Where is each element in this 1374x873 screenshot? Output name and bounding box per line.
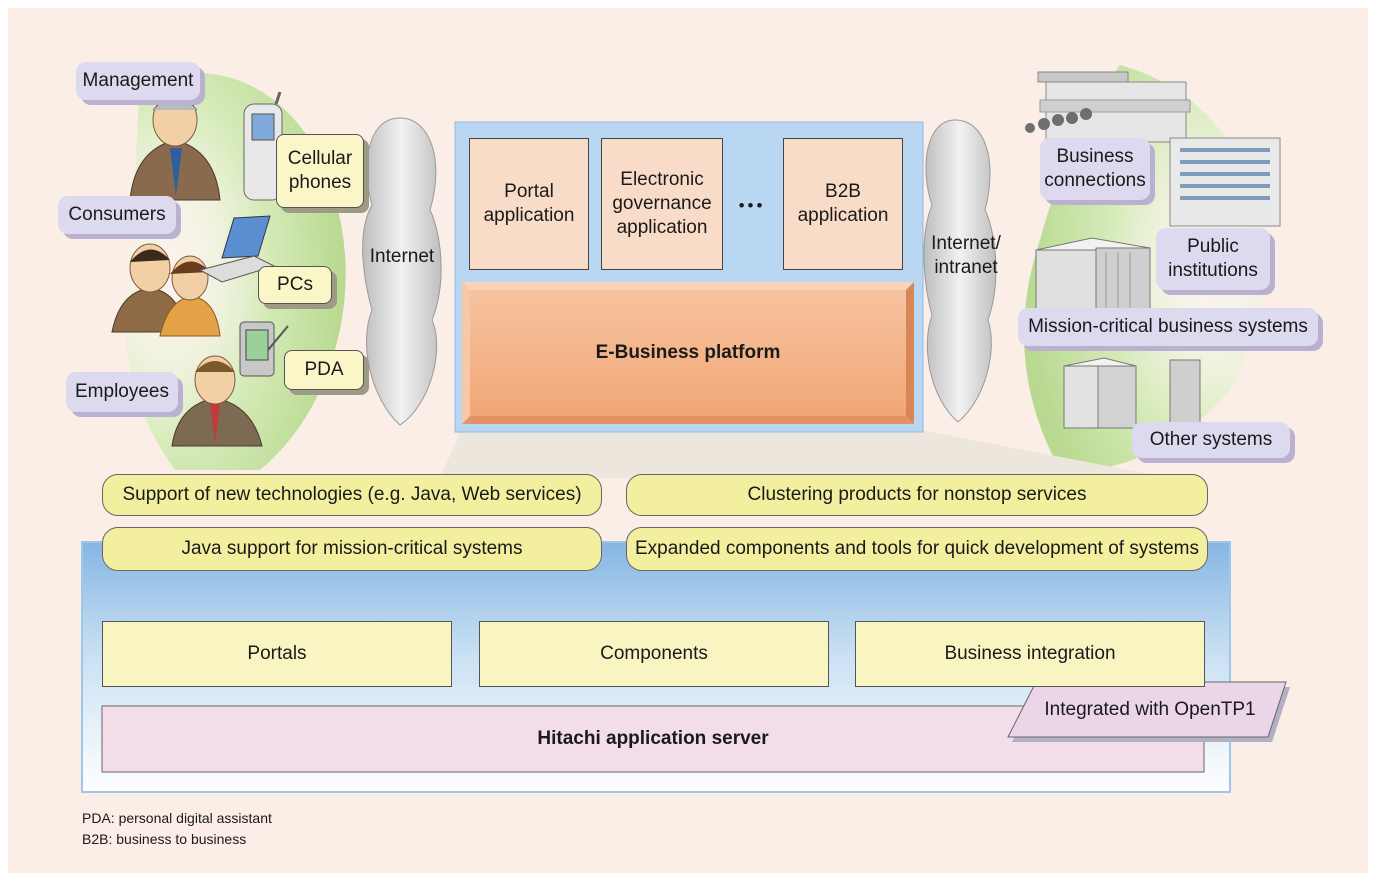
label-cellular-phones: Cellular phones <box>276 134 364 208</box>
pc-illustration <box>198 215 276 283</box>
feature-new-technologies: Support of new technologies (e.g. Java, … <box>102 474 602 516</box>
egov-application-line-1: Electronic <box>620 169 704 190</box>
component-portals: Portals <box>102 621 452 687</box>
cellular-phone-illustration <box>243 91 283 201</box>
feature-expanded-components: Expanded components and tools for quick … <box>626 527 1208 571</box>
label-consumers: Consumers <box>58 196 176 234</box>
public-institutions-line-2: institutions <box>1168 260 1258 281</box>
label-business-connections: Business connections <box>1040 138 1150 200</box>
portal-application-box: Portal application <box>469 138 589 270</box>
ellipsis: ••• <box>738 196 766 215</box>
label-internet-intranet-line-1: Internet/ <box>931 233 1001 254</box>
business-connections-line-1: Business <box>1056 146 1134 167</box>
label-pda: PDA <box>284 350 364 390</box>
label-internet: Internet <box>369 246 435 267</box>
b2b-application-box: B2B application <box>783 138 903 270</box>
business-connections-line-2: connections <box>1044 170 1146 191</box>
label-employees: Employees <box>66 372 178 412</box>
component-components: Components <box>479 621 829 687</box>
consumers-illustration <box>111 243 221 337</box>
b2b-application-line-2: application <box>797 205 889 226</box>
employee-illustration <box>171 355 263 447</box>
label-pcs: PCs <box>258 266 332 304</box>
label-cellular-line-1: Cellular <box>287 148 353 169</box>
hitachi-application-server: Hitachi application server <box>537 728 769 749</box>
connector-fan <box>440 428 1170 478</box>
intranet-cloud <box>923 119 997 423</box>
label-other-systems: Other systems <box>1132 422 1290 458</box>
portal-application-line-2: application <box>483 205 575 226</box>
public-institutions-line-1: Public <box>1187 236 1239 257</box>
feature-java-support: Java support for mission-critical system… <box>102 527 602 571</box>
note-pda: PDA: personal digital assistant <box>82 810 272 826</box>
internet-cloud <box>362 117 442 426</box>
pda-illustration <box>239 321 289 377</box>
other-systems-illustration <box>1063 357 1201 431</box>
building-illustration <box>1025 71 1281 227</box>
egov-application-line-2: governance <box>612 193 712 214</box>
label-cellular-line-2: phones <box>288 172 352 193</box>
opentp1-label: Integrated with OpenTP1 <box>1044 699 1256 720</box>
label-internet-intranet-line-2: intranet <box>934 257 998 278</box>
manager-illustration <box>129 93 221 201</box>
e-business-platform: E-Business platform <box>595 342 781 363</box>
label-management: Management <box>76 62 200 100</box>
portal-application-line-1: Portal <box>504 181 554 202</box>
label-internet-intranet: Internet/ intranet <box>924 230 1008 282</box>
mainframe-illustration <box>1035 237 1151 311</box>
feature-clustering: Clustering products for nonstop services <box>626 474 1208 516</box>
label-mission-critical-systems: Mission-critical business systems <box>1018 308 1318 346</box>
component-business-integration: Business integration <box>855 621 1205 687</box>
egov-application-line-3: application <box>616 217 708 238</box>
b2b-application-line-1: B2B <box>825 181 861 202</box>
note-b2b: B2B: business to business <box>82 831 247 847</box>
label-public-institutions: Public institutions <box>1156 228 1270 290</box>
electronic-governance-application-box: Electronic governance application <box>601 138 723 270</box>
